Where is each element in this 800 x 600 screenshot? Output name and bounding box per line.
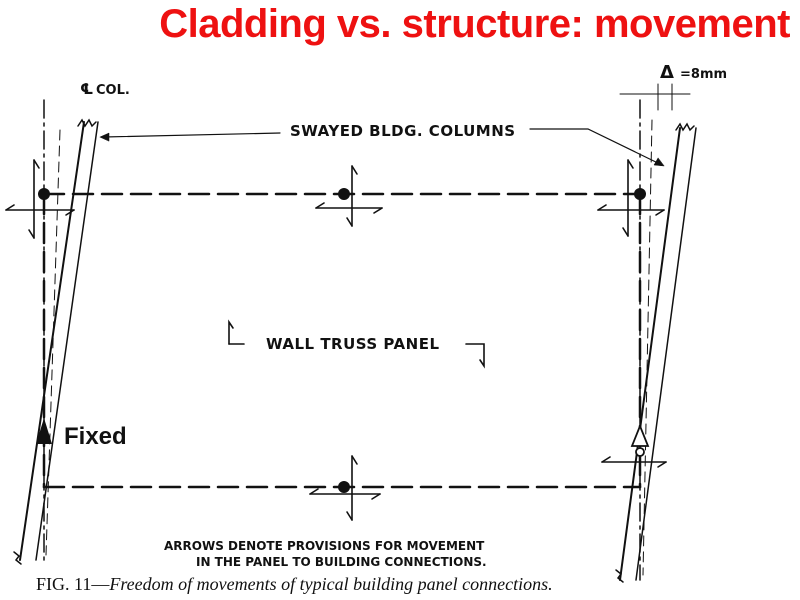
- caption-text: Freedom of movements of typical building…: [109, 574, 553, 594]
- bottom-right-connection-arrows: [601, 456, 667, 468]
- left-column-line-inner: [35, 121, 99, 561]
- left-column-line-outer: [19, 121, 85, 561]
- slide-title: Cladding vs. structure: movement: [159, 2, 790, 46]
- left-column-break: [77, 118, 97, 128]
- fixed-label: Fixed: [64, 423, 127, 450]
- note-line-1: ARROWS DENOTE PROVISIONS FOR MOVEMENT: [164, 539, 485, 553]
- swayed-leader-left: [103, 132, 281, 138]
- top-middle-connection-arrows: [315, 165, 383, 227]
- swayed-leader-left-arrow: [99, 132, 110, 142]
- column-centerline-label: COL.: [96, 83, 130, 98]
- caption-prefix: FIG. 11—: [36, 574, 110, 594]
- top-left-connection-arrows: [5, 159, 75, 239]
- panel-label: WALL TRUSS PANEL: [266, 335, 440, 353]
- left-column-bottom-break: [13, 551, 22, 565]
- connection-dot-bottom-middle: [338, 481, 350, 493]
- delta-label: =8mm: [680, 67, 727, 82]
- top-right-connection-arrows: [597, 159, 665, 237]
- roller-support-icon: [630, 423, 650, 457]
- note-line-2: IN THE PANEL TO BUILDING CONNECTIONS.: [196, 555, 487, 569]
- delta-symbol: Δ: [660, 62, 674, 83]
- bottom-middle-connection-arrows: [309, 455, 381, 521]
- figure-caption: FIG. 11—Freedom of movements of typical …: [36, 572, 796, 596]
- right-column-line-outer: [619, 127, 681, 581]
- right-column-back-line: [642, 119, 653, 576]
- right-column-bottom-break: [615, 569, 624, 583]
- swayed-leader-right: [529, 128, 663, 166]
- right-column-break: [675, 122, 695, 132]
- panel-label-arrows: [228, 319, 485, 369]
- connection-dot-top-middle: [338, 188, 350, 200]
- left-column-back-line: [45, 129, 61, 556]
- swayed-columns-label: SWAYED BLDG. COLUMNS: [290, 122, 516, 140]
- centerline-symbol: ℄: [80, 80, 93, 98]
- connection-dot-top-right: [634, 188, 646, 200]
- fixed-support-icon: [36, 418, 52, 444]
- swayed-leader-right-arrow: [653, 157, 665, 167]
- connection-dot-top-left: [38, 188, 50, 200]
- right-column-line-inner: [635, 127, 697, 581]
